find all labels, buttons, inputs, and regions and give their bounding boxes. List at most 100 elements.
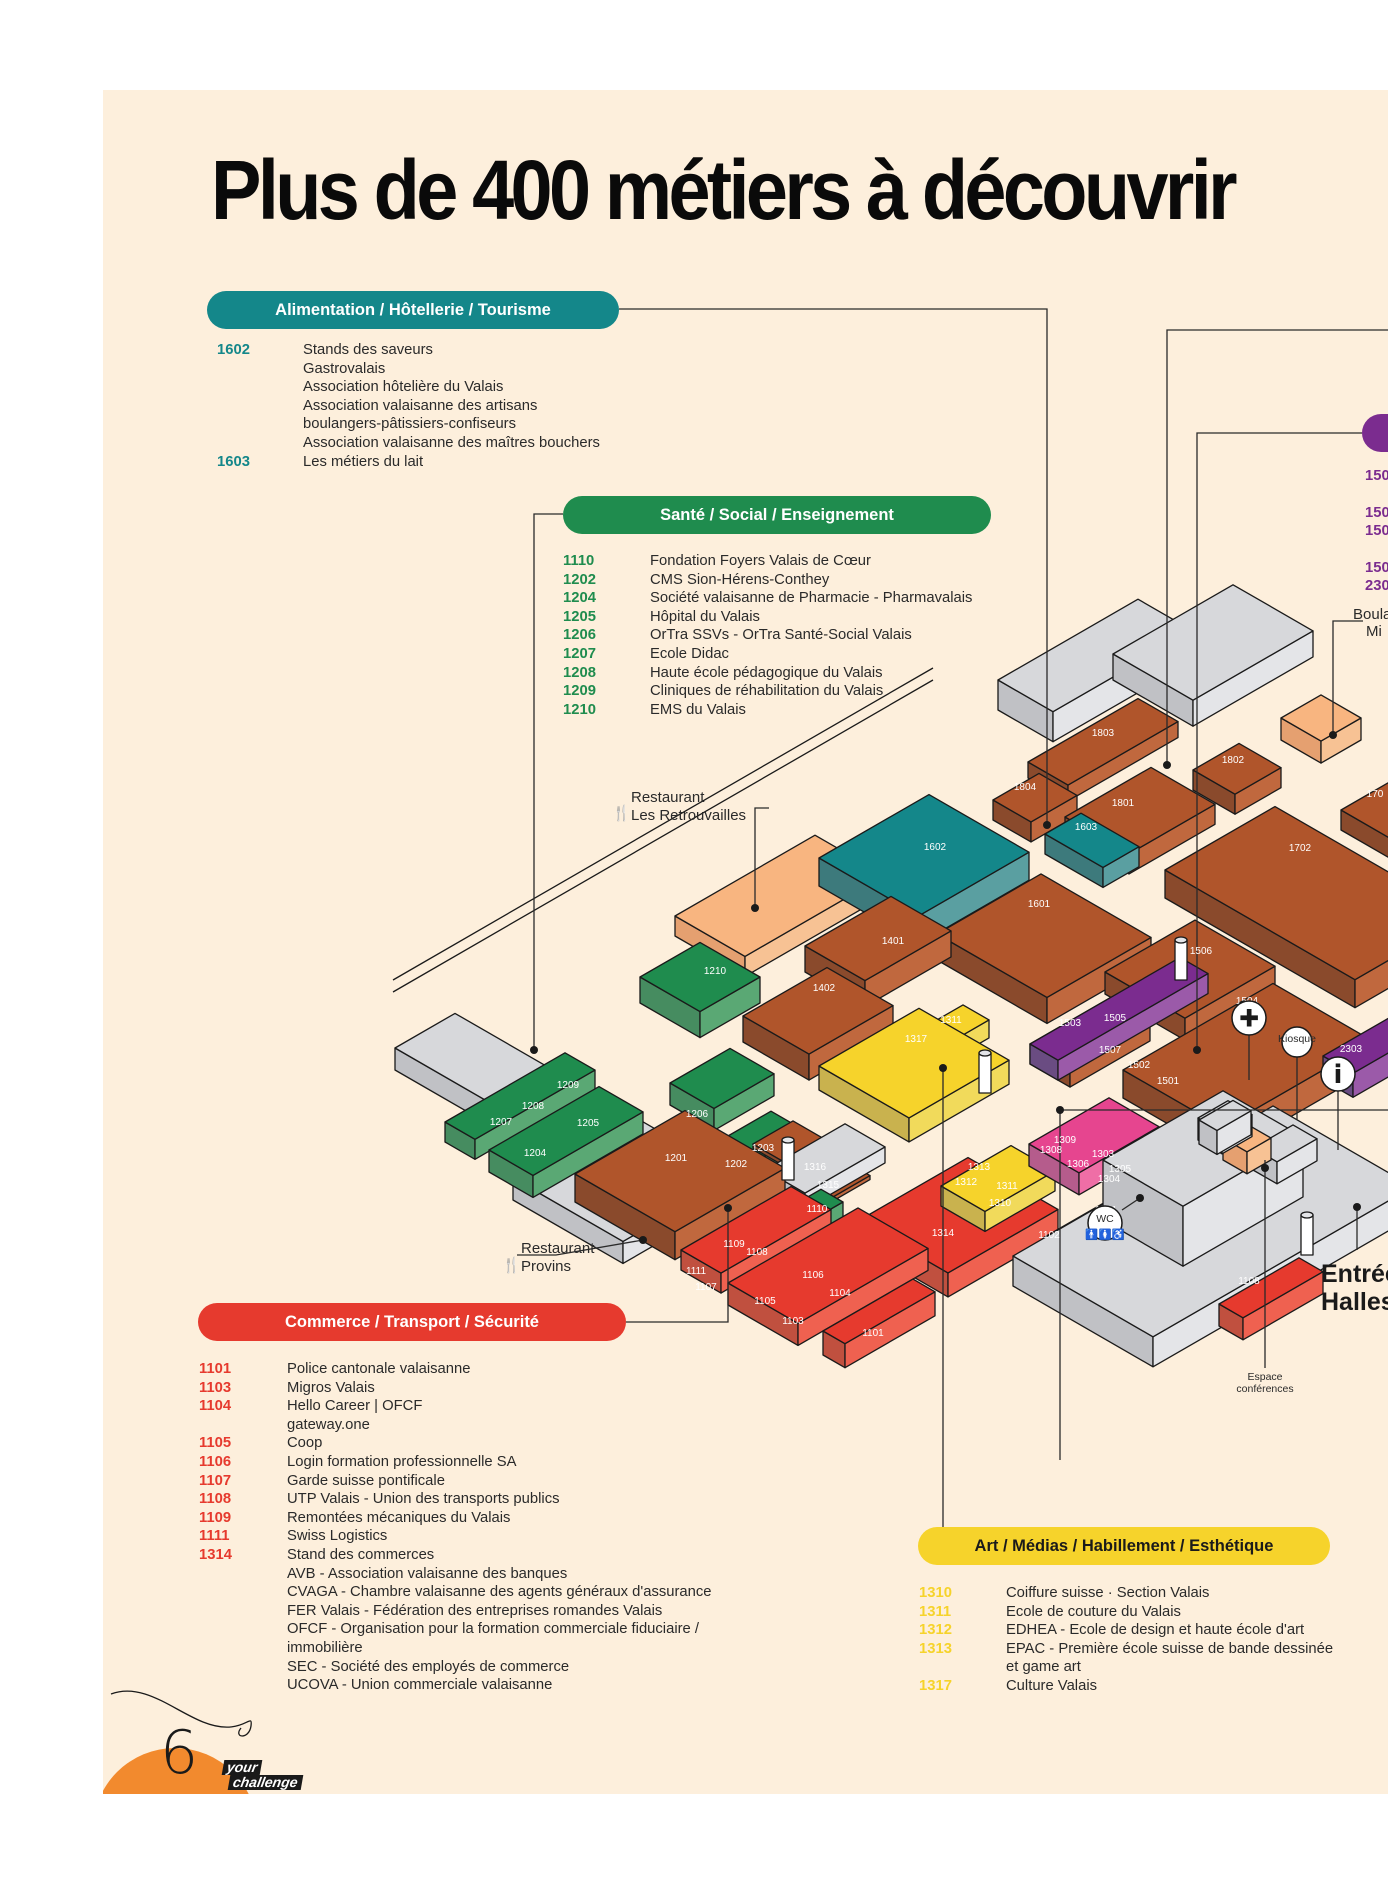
kiosque-label: Kiosque (1278, 1033, 1316, 1045)
leader-dot-1107 (724, 1204, 732, 1212)
exhibitor-name: Ecole Didac (650, 645, 729, 662)
s1601-top (936, 873, 1152, 999)
stand-1102-label: 1102 (1038, 1230, 1060, 1241)
entrance-line2: Halles (1321, 1288, 1388, 1316)
exhibitor-name: UCOVA - Union commerciale valaisanne (287, 1677, 553, 1694)
stand-code: 1109 (199, 1509, 232, 1526)
stand-1111-label: 1111 (686, 1266, 706, 1277)
section-header-art: Art / Médias / Habillement / Esthétique (918, 1527, 1330, 1565)
stand-1108-label: 1108 (1238, 1276, 1260, 1287)
exhibitor-name: UTP Valais - Union des transports public… (287, 1491, 560, 1508)
leader-dot-provins (639, 1236, 647, 1244)
exhibitor-name: Société valaisanne de Pharmacie - Pharma… (650, 590, 973, 607)
s1317-top (818, 1007, 1010, 1119)
info-icon-glyph: i (1334, 1060, 1343, 1090)
stand-code (199, 1565, 287, 1584)
stand-1603-label: 1603 (1075, 822, 1098, 833)
exhibitor-name: EDHEA - Ecole de design et haute école d… (1006, 1622, 1305, 1639)
exhibitor-name: Cliniques de réhabilitation du Valais (650, 683, 884, 700)
stand-code (217, 415, 303, 434)
pillar-3 (781, 1139, 795, 1181)
list-item: 150 (1365, 467, 1388, 486)
stand-2303-label: 2303 (1340, 1044, 1363, 1055)
page-title: Plus de 400 métiers à découvrir (211, 143, 1238, 237)
exhibitor-name: immobilière (287, 1639, 363, 1656)
section-title: Art / Médias / Habillement / Esthétique (974, 1536, 1274, 1555)
exhibitor-name: Garde suisse pontificale (287, 1472, 445, 1489)
exhibitor-name: EMS du Valais (650, 701, 746, 718)
stand-1203-label: 1203 (752, 1143, 775, 1154)
s1101-top (822, 1278, 936, 1345)
list-item: gateway.one (199, 1416, 712, 1435)
stand-1311-label: 1311 (940, 1015, 962, 1026)
exhibitor-name: Swiss Logistics (287, 1528, 388, 1545)
stand-1308-label: 1308 (1040, 1145, 1063, 1156)
s1804-top (992, 772, 1078, 823)
exhibitor-name: EPAC - Première école suisse de bande de… (1006, 1640, 1334, 1657)
stand-code: 1105 (199, 1435, 232, 1452)
hall-outline-inner (392, 679, 934, 993)
list-item: 150 (1365, 504, 1388, 523)
list-item: Association valaisanne des artisans (217, 397, 600, 416)
stand-code (199, 1639, 287, 1658)
leader-restaurant-provins (517, 1239, 644, 1256)
s-purple-row-top (1029, 956, 1209, 1061)
pillar-3-top (781, 1136, 795, 1144)
s-red-front-top (727, 1207, 929, 1325)
fork-knife-icon: 🍴 (502, 1256, 521, 1274)
stand-code: 1317 (919, 1677, 952, 1694)
page-number: 6 (160, 1718, 199, 1788)
list-item: FER Valais - Fédération des entreprises … (199, 1602, 712, 1621)
stand-1317-label: 1317 (905, 1034, 928, 1045)
stand-1310-label: 1310 (989, 1198, 1012, 1209)
boulangerie-label-line1: Boula (1353, 606, 1388, 623)
section-header-commerce: Commerce / Transport / Sécurité (198, 1303, 626, 1341)
stand-1209-label: 1209 (557, 1080, 580, 1091)
stand-1304-label: 1304 (1098, 1174, 1121, 1185)
stand-1205-label: 1205 (577, 1118, 600, 1129)
list-item: Association hôtelière du Valais (217, 378, 600, 397)
list-item: boulangers-pâtissiers-confiseurs (217, 415, 600, 434)
exhibitor-name: CMS Sion-Hérens-Conthey (650, 571, 830, 588)
grey-small-1-top (1198, 1099, 1252, 1132)
wc-symbols: 🚹🚺♿ (1085, 1228, 1124, 1241)
exhibitor-name: gateway.one (287, 1416, 370, 1433)
s1803-top (1027, 697, 1179, 786)
stand-code: 1110 (563, 553, 595, 569)
stand-1315-label: 1315 (817, 1180, 840, 1191)
stand-code: 1205 (563, 608, 596, 625)
leader-top (1166, 329, 1388, 765)
list-item: 1105 Coop (199, 1434, 712, 1453)
stand-code: 1602 (217, 342, 250, 358)
first-aid-icon (1231, 1000, 1267, 1036)
stand-1204-label: 1204 (524, 1148, 547, 1159)
s1402-top (742, 966, 894, 1055)
stand-1105-label: 1105 (754, 1296, 776, 1307)
info-icon (1320, 1056, 1356, 1092)
restaurant-retrouvailles-line2: Les Retrouvailles (631, 807, 746, 824)
pillar-2 (978, 1052, 992, 1094)
exhibitor-name: Les métiers du lait (303, 453, 424, 470)
exhibitor-name: SEC - Société des employés de commerce (287, 1658, 570, 1675)
stand-1402-label: 1402 (813, 983, 836, 994)
stand-code: 1209 (563, 683, 596, 700)
stand-code: 1204 (563, 590, 596, 607)
exhibitor-name: Remontées mécaniques du Valais (287, 1509, 511, 1526)
leader-dot-1501 (1193, 1046, 1201, 1054)
stand-1314-label: 1314 (932, 1228, 955, 1239)
exhibitor-name: Coop (287, 1435, 323, 1452)
leader-restaurant-retrouvailles (754, 807, 769, 908)
exhibitor-name: CVAGA - Chambre valaisanne des agents gé… (287, 1584, 712, 1601)
stand-1602-label: 1602 (924, 842, 947, 853)
stand-1507-label: 1507 (1099, 1045, 1122, 1056)
list-item: OFCF - Organisation pour la formation co… (199, 1620, 712, 1639)
leader-dot-1802 (1163, 761, 1171, 769)
